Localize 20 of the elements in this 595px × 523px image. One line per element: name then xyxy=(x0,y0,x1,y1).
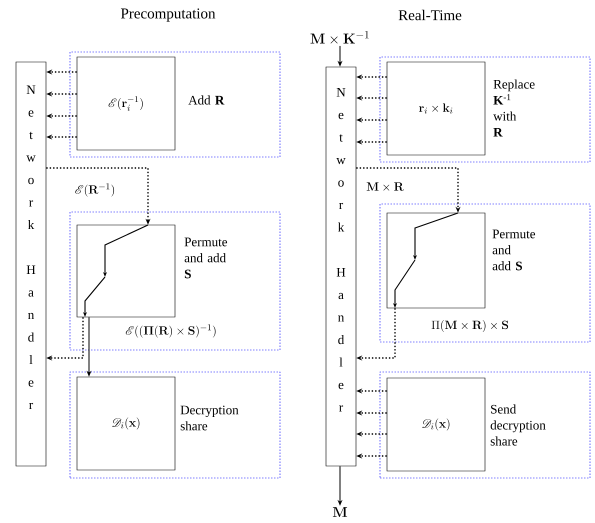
edge-label: $\mathscr{E}(\mathbf{R}^{-1})$ xyxy=(74,182,116,198)
step-label: Decryption share xyxy=(180,406,238,430)
column-title: Precomputation xyxy=(120,8,216,22)
edge-label: $\Pi(\mathbf{M} \times \mathbf{R}) \times \mathbf{S}$ xyxy=(430,319,510,333)
process-box: $\mathscr{D}_i(\mathbf{x})$ xyxy=(76,376,176,470)
step-label: Send decryption share xyxy=(490,404,546,446)
process-box: $\mathbf{r}_i \times \mathbf{k}_i$ xyxy=(386,62,486,156)
network-handler-bar: Network Handler xyxy=(326,66,356,466)
step-label: Permute and add S xyxy=(492,230,536,270)
math-label: $\mathbf{M} \times \mathbf{K}^{-1}$ xyxy=(310,31,369,44)
network-handler-bar: Network Handler xyxy=(16,62,46,466)
step-label: Replace K$^{-1}$ with R xyxy=(493,80,535,137)
column-title: Real-Time xyxy=(398,10,462,20)
process-box: $\mathscr{E}(\mathbf{r}_i^{-1})$ xyxy=(76,56,176,150)
edge-label: $\mathscr{E}((\mathbf{\Pi}(\mathbf{R}) \times \mathbf{S})^{-1})$ xyxy=(124,323,218,339)
math-label: $\mathbf{M}$ xyxy=(332,507,348,517)
step-label: Add R xyxy=(188,95,224,105)
edge-label: $\mathbf{M} \times \mathbf{R}$ xyxy=(365,181,405,193)
step-label: Permute and add S xyxy=(184,238,228,278)
process-box: $\mathscr{D}_i(\mathbf{x})$ xyxy=(386,378,486,472)
